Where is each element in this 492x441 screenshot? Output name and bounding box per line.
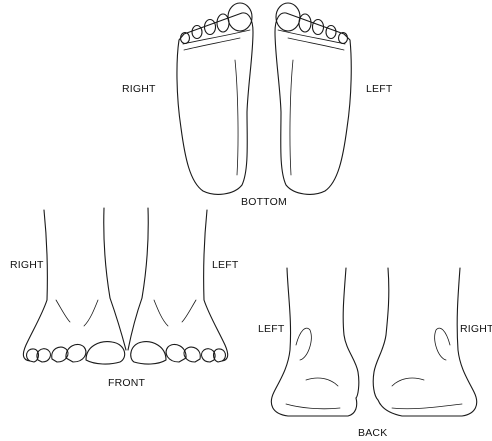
back-view: LEFT RIGHT BACK [258,268,492,439]
back-right-label: RIGHT [460,323,492,335]
bottom-left-label: LEFT [366,83,393,95]
back-caption: BACK [358,427,387,439]
back-left-foot [271,268,358,416]
front-caption: FRONT [108,377,146,389]
right-sole [177,3,253,194]
front-left-foot [128,208,228,364]
front-right-label: RIGHT [10,259,44,271]
front-view: RIGHT LEFT FRONT [10,208,239,389]
front-right-foot [23,208,126,364]
left-sole [275,3,351,194]
back-right-foot [373,268,476,416]
bottom-right-label: RIGHT [122,83,156,95]
back-left-label: LEFT [258,323,285,335]
bottom-view: RIGHT LEFT BOTTOM [122,3,393,208]
front-left-label: LEFT [212,259,239,271]
bottom-caption: BOTTOM [241,196,287,208]
